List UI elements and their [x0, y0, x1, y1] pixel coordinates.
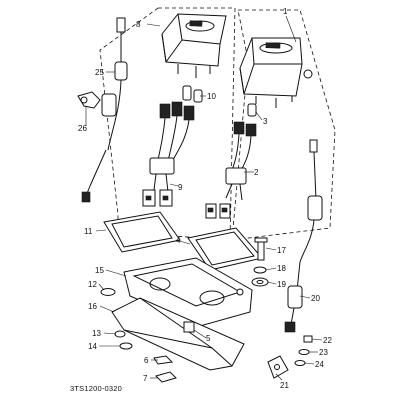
lower-cover — [111, 297, 245, 371]
grommet-19 — [251, 277, 269, 287]
cable-clamp — [77, 91, 101, 109]
callout-3: 3 — [263, 117, 268, 126]
clip-7 — [155, 371, 177, 383]
callout-15: 15 — [95, 266, 104, 275]
callout-2: 2 — [254, 168, 259, 177]
right-meter-cable — [284, 139, 323, 333]
callout-26: 26 — [78, 124, 87, 133]
right-bulb-socket-assembly — [205, 103, 257, 219]
callout-19: 19 — [277, 280, 286, 289]
nut-13 — [114, 330, 126, 338]
collar-5 — [183, 321, 195, 333]
callout-16: 16 — [88, 302, 97, 311]
callout-7: 7 — [143, 374, 148, 383]
left-damper-seal — [103, 211, 181, 253]
callout-4: 4 — [176, 236, 181, 245]
left-meter-housing — [161, 13, 227, 78]
callout-6: 6 — [144, 356, 149, 365]
callout-5: 5 — [206, 334, 211, 343]
callout-14: 14 — [88, 342, 97, 351]
left-bulb-socket-assembly — [142, 85, 203, 207]
callout-18: 18 — [277, 264, 286, 273]
callout-9: 9 — [178, 183, 183, 192]
meter-panel — [123, 257, 253, 327]
right-meter-housing — [239, 37, 313, 108]
callout-23: 23 — [319, 348, 328, 357]
callout-12: 12 — [88, 280, 97, 289]
callout-21: 21 — [280, 381, 289, 390]
callout-10: 10 — [207, 92, 216, 101]
washer-24 — [294, 360, 306, 366]
leader-lines — [85, 15, 323, 381]
callout-8: 8 — [136, 20, 141, 29]
drawing-code: 3TS1200-0320 — [70, 384, 122, 393]
bolt-17 — [254, 237, 268, 261]
callout-22: 22 — [323, 336, 332, 345]
callout-25: 25 — [95, 68, 104, 77]
washer-23 — [298, 349, 310, 355]
screw-22 — [303, 335, 313, 343]
washer-14 — [119, 342, 133, 350]
washer-18 — [253, 266, 267, 274]
callout-13: 13 — [92, 329, 101, 338]
grommet-12 — [100, 288, 116, 296]
callout-20: 20 — [311, 294, 320, 303]
callout-24: 24 — [315, 360, 324, 369]
callout-11: 11 — [84, 227, 93, 236]
callout-17: 17 — [277, 246, 286, 255]
clamp-6 — [153, 355, 174, 365]
bracket-21 — [267, 355, 289, 379]
callout-1: 1 — [283, 7, 288, 16]
left-meter-cable — [81, 17, 128, 203]
